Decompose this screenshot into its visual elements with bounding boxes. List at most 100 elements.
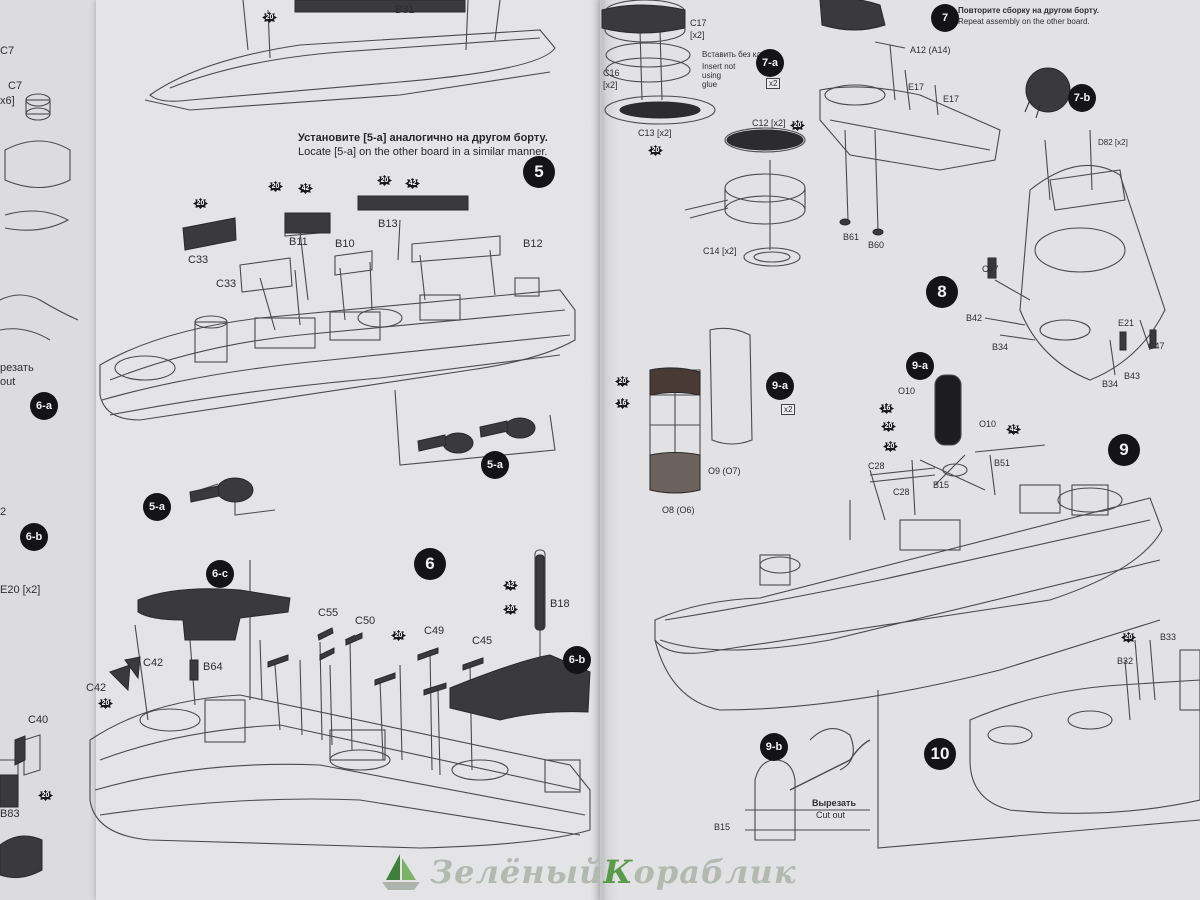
step-6-marker: 6 [414, 548, 446, 580]
part-label-o8: O8 (O6) [662, 505, 695, 515]
part-label: B83 [0, 808, 20, 820]
cement-badge: 16 [879, 403, 894, 414]
cement-badge: 20 [391, 630, 406, 641]
part-label-o10: O10 [898, 386, 916, 396]
part-label-c16-qty: [x2] [603, 80, 618, 90]
cement-badge: 42 [503, 580, 518, 591]
part-label-b64: B64 [203, 661, 223, 673]
part-label: C7 [0, 45, 15, 57]
step-5-marker: 5 [523, 156, 555, 188]
part-label: 2 [0, 506, 7, 518]
part-label-c12: C12 [x2] [752, 118, 786, 128]
part-label-b34: B34 [1102, 379, 1119, 389]
part-label-o9: O9 (O7) [708, 466, 741, 476]
part-label-c50: C50 [355, 615, 376, 627]
step-6c-marker: 6-c [206, 560, 234, 588]
step-10-marker: 10 [924, 738, 956, 770]
glue-note-en: Insert not using glue [702, 62, 736, 89]
part-label-c28: C28 [868, 461, 885, 471]
part-label-c55: C55 [318, 607, 339, 619]
cement-badge: 20 [503, 604, 518, 615]
step-7-text-ru: Повторите сборку на другом борту. [958, 6, 1099, 15]
part-label-e21: E21 [1118, 318, 1135, 328]
part-label-b43: B43 [1124, 371, 1141, 381]
part-label-b12: B12 [523, 238, 543, 250]
part-label-c17-qty: [x2] [690, 30, 705, 40]
step-8-marker: 8 [926, 276, 958, 308]
part-label: C40 [28, 714, 49, 726]
part-label-b34: B34 [992, 342, 1009, 352]
part-label-b11: B11 [289, 236, 308, 248]
cement-badge: 20 [881, 421, 896, 432]
watermark-letter-k: К [603, 853, 634, 891]
part-label-b61: B61 [843, 232, 860, 242]
step-6b-marker: 6-b [20, 523, 48, 551]
step-7-marker: 7 [931, 4, 959, 32]
part-label-d82: D82 [x2] [1098, 138, 1128, 147]
part-label-e17: E17 [943, 94, 960, 104]
part-label-c28: C28 [893, 487, 910, 497]
part-label-c49: C49 [424, 625, 445, 637]
watermark-text-1: Зелёный [430, 853, 604, 891]
step-9a-marker: 9-a [766, 372, 794, 400]
part-label-c47: C47 [1148, 341, 1165, 351]
part-label-c45: C45 [472, 635, 493, 647]
part-label-a12: A12 (A14) [910, 45, 951, 55]
part-label-c16: C16 [603, 68, 620, 78]
cement-badge: 20 [98, 698, 113, 709]
step-5-instruction: Установите [5-а] аналогично на другом бо… [298, 131, 548, 159]
part-label-c47: C47 [982, 264, 999, 274]
part-label-b51: B51 [994, 458, 1011, 468]
cement-badge: 20 [268, 181, 283, 192]
step-9-marker: 9 [1108, 434, 1140, 466]
part-label-b13: B13 [378, 218, 398, 230]
cement-badge: 42 [298, 183, 313, 194]
step-7a-marker: 7-a [756, 49, 784, 77]
cement-badge: 20 [262, 12, 277, 23]
step-5-text-ru: Установите [5-а] аналогично на другом бо… [298, 132, 548, 144]
watermark-text-2: орабл [633, 853, 750, 891]
part-label-c13: C13 [x2] [638, 128, 672, 138]
sailboat-icon [378, 852, 424, 892]
page-gutter [590, 0, 618, 900]
part-label-c42: C42 [86, 682, 107, 694]
cut-label-en: Cut out [816, 810, 846, 820]
cement-badge: 20 [38, 790, 53, 801]
step-7-text-en: Repeat assembly on the other board. [958, 17, 1090, 26]
part-label-c14: C14 [x2] [703, 246, 737, 256]
part-label-b33: B33 [1160, 632, 1177, 642]
part-label-b15: B15 [714, 822, 731, 832]
part-label-b15: B15 [933, 480, 950, 490]
cut-label-en: out [0, 376, 16, 388]
step-9a-marker: 9-a [906, 352, 934, 380]
cement-badge: 42 [405, 178, 420, 189]
part-label-b31: B31 [395, 4, 415, 16]
part-label: E20 [x2] [0, 584, 41, 596]
cement-badge: 20 [377, 175, 392, 186]
step-6b-marker: 6-b [563, 646, 591, 674]
part-label-c33: C33 [216, 278, 237, 290]
glue-note-ru: Вставить без клея [702, 50, 770, 59]
part-label-b42: B42 [966, 313, 983, 323]
part-label-b10: B10 [335, 238, 355, 250]
step-7b-marker: 7-b [1068, 84, 1096, 112]
step-5a-marker: 5-a [481, 451, 509, 479]
step-5a-marker: 5-a [143, 493, 171, 521]
part-label-b18: B18 [550, 598, 570, 610]
cement-badge: 20 [883, 441, 898, 452]
watermark-text-4: к [773, 853, 797, 891]
step-9b-marker: 9-b [760, 733, 788, 761]
part-label: C7 [8, 80, 23, 92]
cement-badge: 42 [1006, 424, 1021, 435]
cement-badge: 16 [615, 398, 630, 409]
part-label-e17: E17 [908, 82, 925, 92]
part-label-b60: B60 [868, 240, 885, 250]
cement-badge: 20 [193, 198, 208, 209]
step-5-text-en: Locate [5-a] on the other board in a sim… [298, 146, 548, 158]
quantity-box: x2 [766, 78, 781, 89]
cement-badge: 20 [615, 376, 630, 387]
quantity-box: x2 [781, 404, 796, 415]
cut-label-ru: Вырезать [812, 798, 856, 808]
